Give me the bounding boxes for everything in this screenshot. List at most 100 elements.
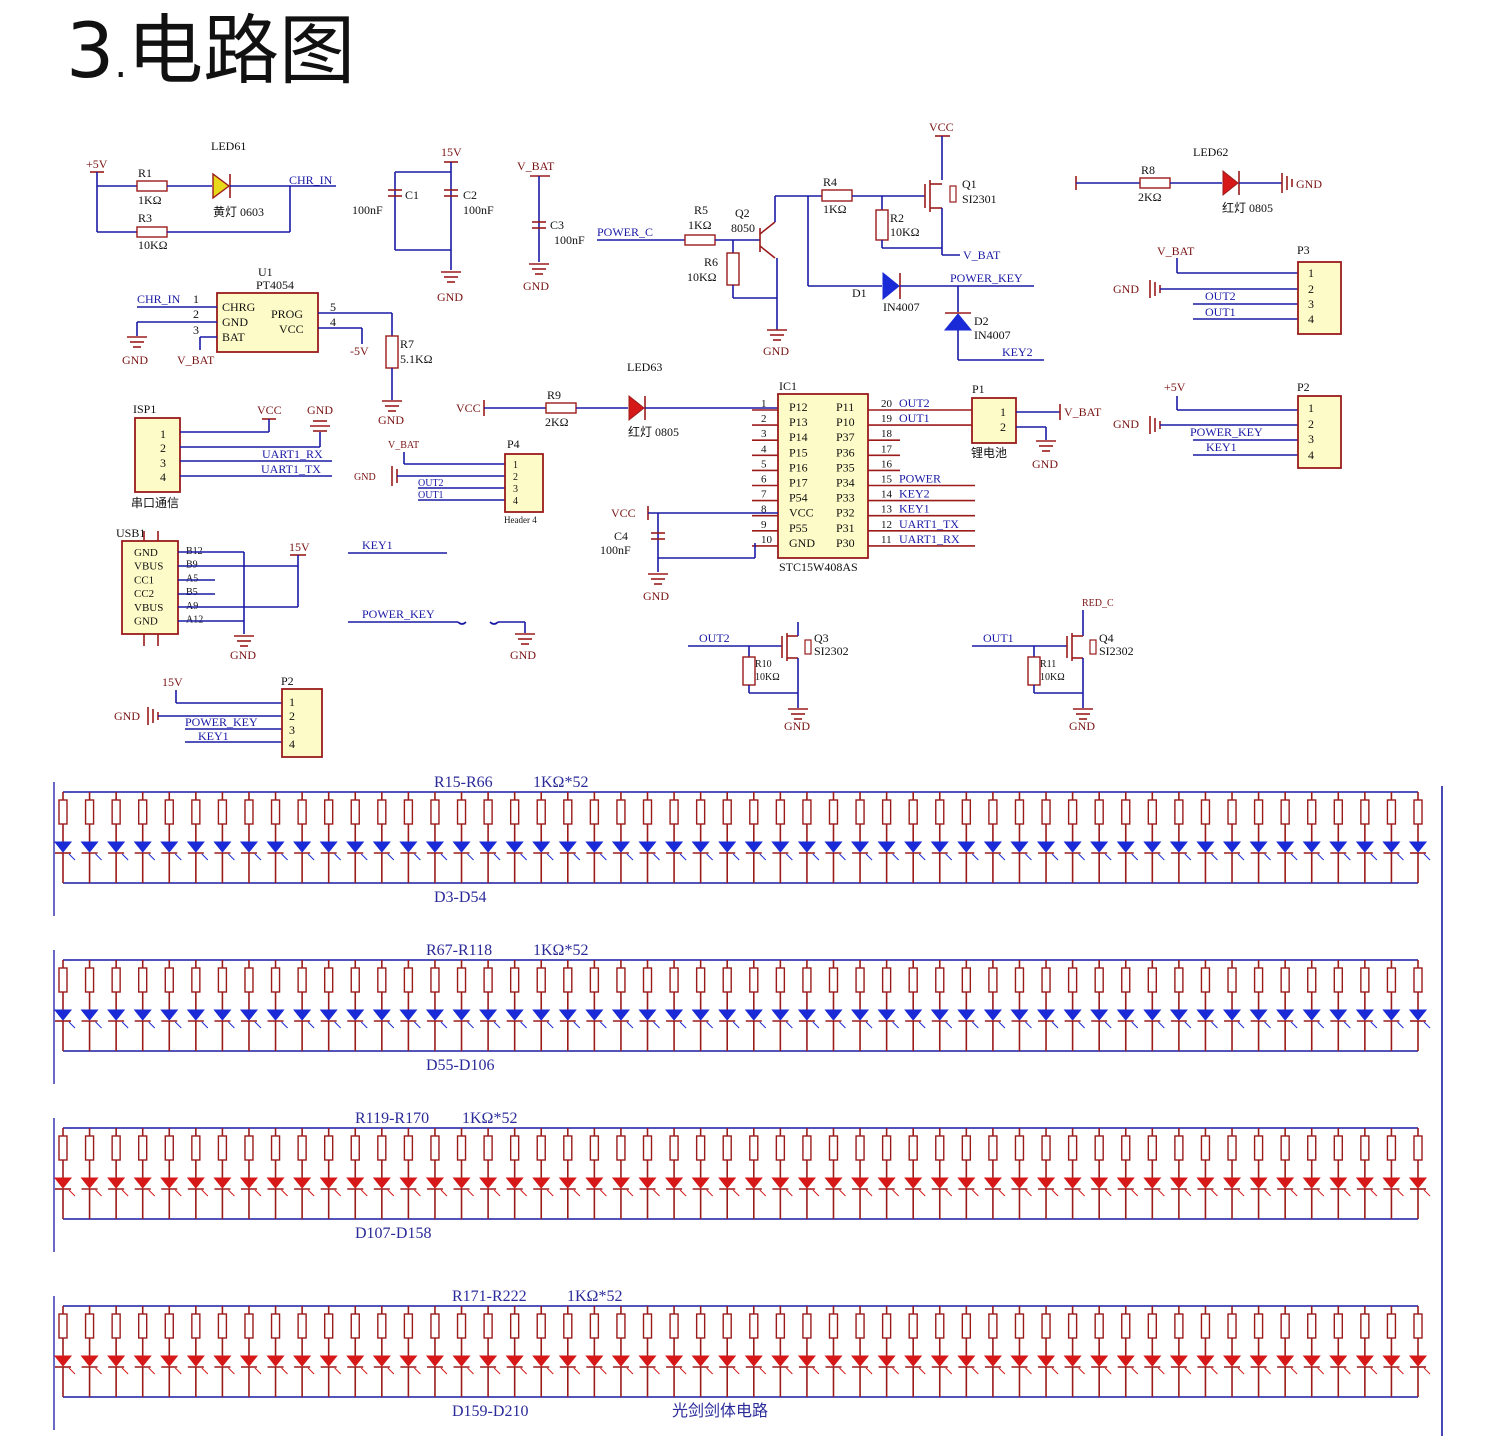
strip-resistor (1014, 1313, 1025, 1339)
strip-led (665, 841, 684, 853)
strip-resistor (483, 1313, 493, 1339)
strip-resistor (430, 799, 440, 825)
charger-u1-block: U1 PT4054 CHRG GND BAT PROG VCC CHR_IN 1… (122, 265, 433, 427)
strip-led-ray (626, 1189, 634, 1197)
strip-led (160, 841, 179, 853)
net-label-vcc-isp: VCC (257, 403, 282, 417)
strip-led (1010, 1009, 1029, 1021)
strip-resistor (138, 1313, 148, 1339)
q3-value: SI2302 (814, 644, 849, 658)
p1-caption: 锂电池 (971, 445, 1007, 460)
strip-led-ray (520, 853, 528, 861)
strip-led (983, 1177, 1002, 1189)
strip-resistor (1147, 967, 1158, 993)
strip-led-ray (785, 1021, 793, 1029)
strip-led (1116, 1009, 1135, 1021)
svg-text:POWER_KEY: POWER_KEY (1190, 425, 1263, 439)
strip-led-ray (1051, 1367, 1059, 1375)
strip-led (1408, 841, 1428, 853)
strip-led-ray (174, 1189, 182, 1197)
strip-led-ray (387, 1367, 395, 1375)
strip-led (1063, 1009, 1082, 1021)
strip-led-ray (679, 1021, 687, 1029)
strip-led-ray (1264, 1021, 1271, 1029)
strip-led-ray (307, 1189, 315, 1197)
strip-resistor (1280, 1313, 1290, 1339)
strip-led-ray (1104, 853, 1112, 861)
strip-led (1408, 1009, 1428, 1021)
strip-led-ray (174, 1021, 182, 1029)
strip-resistor (1200, 1135, 1211, 1161)
strip-led-ray (95, 1021, 102, 1029)
strip-resistor (695, 1135, 706, 1161)
ic1-pin-name-left: P13 (789, 415, 808, 429)
strip-led (1249, 841, 1268, 853)
strip-led (797, 841, 816, 853)
strip-resistor (1014, 1135, 1025, 1161)
ic1-label: IC1 (779, 379, 797, 393)
isp1-label: ISP1 (133, 402, 156, 416)
strip-led (186, 1355, 205, 1367)
gnd-label-p2-left: GND (114, 709, 140, 723)
strip-led-ray (281, 853, 288, 861)
strip-led-ray (254, 1367, 262, 1375)
strip-led (930, 1355, 949, 1367)
strip-resistor (1147, 799, 1158, 825)
strip-led-ray (1104, 1021, 1112, 1029)
strip-resistor (669, 1313, 679, 1339)
d2-label: D2 (974, 314, 989, 328)
strip-resistor (722, 1313, 732, 1339)
r2-value: 10KΩ (890, 225, 920, 239)
led63-value: 红灯 0805 (628, 424, 679, 439)
strip-resistor (1121, 1313, 1131, 1339)
net-label-key2: KEY2 (1002, 345, 1033, 359)
p4-label: P4 (507, 437, 520, 451)
strip-led-ray (865, 1189, 873, 1197)
gnd-label-c3: GND (523, 279, 549, 293)
strip-led-ray (892, 1189, 899, 1197)
strip-led (1196, 841, 1215, 853)
strip-resistor (1280, 967, 1290, 993)
gnd-label-p2: GND (1113, 417, 1139, 431)
strip-led (983, 1009, 1002, 1021)
diode-d2 (943, 313, 973, 331)
strip-resistor (111, 1313, 121, 1339)
ic1-pin-net-right: UART1_TX (899, 517, 959, 531)
svg-text:GND: GND (222, 315, 248, 329)
strip-led (930, 1009, 949, 1021)
cap-c3-block: V_BAT C3 100nF GND (517, 159, 585, 293)
svg-text:2: 2 (1308, 282, 1314, 296)
strip-led (1116, 841, 1135, 853)
strip-led (665, 1355, 684, 1367)
strip-led (53, 1355, 73, 1367)
strip-led (983, 1355, 1002, 1367)
strip-resistor (749, 799, 759, 825)
strip-led-ray (971, 853, 979, 861)
strip-led-ray (918, 1189, 926, 1197)
strip-resistor (1227, 799, 1237, 825)
strip-resistor (84, 1313, 95, 1339)
strip-led-ray (1397, 1367, 1404, 1375)
strip-led-ray (971, 1367, 979, 1375)
strip-led (532, 1009, 551, 1021)
strip-led (744, 1177, 763, 1189)
connector-usb1 (121, 540, 179, 635)
strip-led-ray (1343, 1367, 1351, 1375)
strip-resistor (1121, 967, 1131, 993)
led63-label: LED63 (627, 360, 662, 374)
net-label-15v: 15V (441, 145, 462, 159)
q1-label: Q1 (962, 177, 977, 191)
strip-resistor (323, 1135, 334, 1161)
strip-led-ray (440, 1367, 448, 1375)
c1-label: C1 (405, 188, 419, 202)
strip-resistor (1227, 1135, 1237, 1161)
strip-led-ray (201, 1367, 209, 1375)
ic1-pin-name-right: P30 (836, 536, 855, 550)
net-label-vcc-c4: VCC (611, 506, 636, 520)
strip-led-ray (759, 1189, 767, 1197)
r4-value: 1KΩ (823, 202, 847, 216)
strip-led-ray (148, 1189, 156, 1197)
strip-led (1196, 1177, 1215, 1189)
strip-resistor (775, 1135, 786, 1161)
